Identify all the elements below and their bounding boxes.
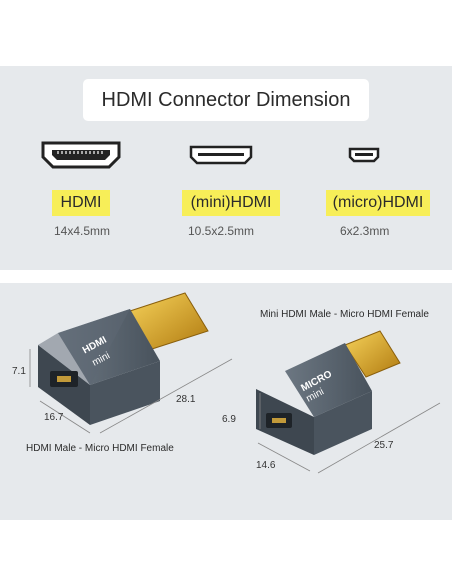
- page-title: HDMI Connector Dimension: [83, 79, 369, 121]
- adapter-1-height: 7.1: [12, 366, 26, 377]
- hdmi-label: HDMI: [52, 190, 110, 216]
- micro-hdmi-label: (micro)HDMI: [326, 190, 430, 216]
- adapter-2-height: 6.9: [222, 414, 236, 425]
- adapter-1-caption: HDMI Male - Micro HDMI Female: [26, 443, 174, 454]
- adapter-1-width: 16.7: [44, 412, 64, 423]
- mini-hdmi-adapter: [256, 330, 401, 455]
- micro-hdmi-port-icon: [348, 147, 380, 163]
- adapter-1-length: 28.1: [176, 394, 196, 405]
- adapter-2-length: 25.7: [374, 440, 394, 451]
- mini-hdmi-label: (mini)HDMI: [182, 190, 280, 216]
- adapter-illustration: [29, 292, 441, 474]
- hdmi-adapter: [38, 292, 209, 425]
- hdmi-size: 14x4.5mm: [54, 224, 111, 238]
- mini-hdmi-port-icon: [189, 145, 253, 165]
- hdmi-port-icon: [41, 141, 121, 169]
- micro-hdmi-size: 6x2.3mm: [340, 224, 390, 238]
- adapter-2-width: 14.6: [256, 460, 276, 471]
- adapter-2-caption: Mini HDMI Male - Micro HDMI Female: [260, 309, 429, 320]
- mini-hdmi-size: 10.5x2.5mm: [188, 224, 255, 238]
